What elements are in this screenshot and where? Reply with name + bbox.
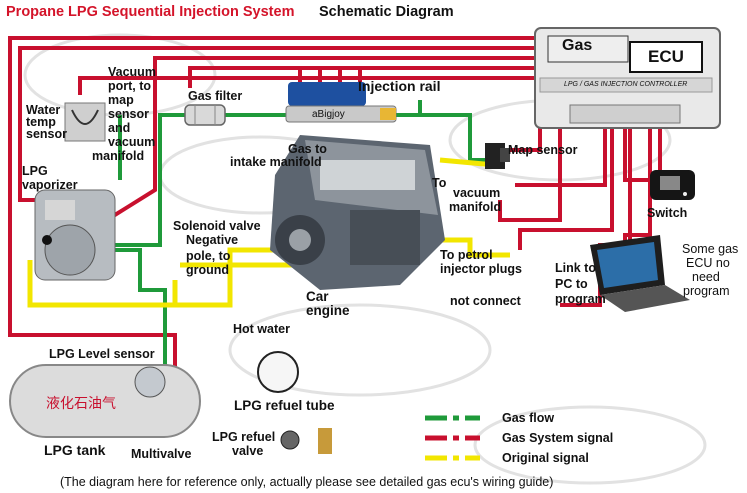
refuel-valve xyxy=(280,428,332,454)
lpg-level-sensor-label: LPG Level sensor xyxy=(49,347,155,361)
gas-filter-label: Gas filter xyxy=(188,89,243,103)
car-engine xyxy=(270,135,445,290)
hot-water-label: Hot water xyxy=(233,322,290,336)
solenoid-valve-label: Solenoid valve xyxy=(173,219,261,233)
refuel-tube xyxy=(257,351,299,393)
legend-gas-flow: Gas flow xyxy=(502,411,555,425)
lpg-tank xyxy=(9,364,201,438)
title-part2: Schematic Diagram xyxy=(319,4,454,20)
switch-label: Switch xyxy=(647,206,688,220)
legend-gas-system-signal: Gas System signal xyxy=(502,431,614,445)
lpg-vaporizer xyxy=(34,189,116,281)
lpg-refuel-tube-label: LPG refuel tube xyxy=(234,398,335,413)
not-connect-label: not connect xyxy=(450,294,521,308)
gas-ecu xyxy=(534,27,721,129)
map-sensor xyxy=(485,143,510,169)
ecu-strip-text: LPG / GAS INJECTION CONTROLLER xyxy=(564,81,688,88)
footnote: (The diagram here for reference only, ac… xyxy=(60,475,554,489)
green-pipes xyxy=(115,100,495,370)
injection-rail-label: Injection rail xyxy=(358,78,441,94)
legend-original-signal: Original signal xyxy=(502,451,589,465)
rail-brand-label: aBigjoy xyxy=(312,109,345,120)
title-part1: Propane LPG Sequential Injection System xyxy=(6,4,295,20)
ecu-gas-label: Gas xyxy=(562,37,593,54)
legend-lines xyxy=(425,415,480,461)
gas-filter xyxy=(184,104,226,126)
laptop-pc xyxy=(590,235,690,312)
injection-rail xyxy=(285,82,397,123)
ecu-label: ECU xyxy=(648,47,684,66)
tank-chinese-label: 液化石油气 xyxy=(46,396,116,412)
multivalve-label: Multivalve xyxy=(131,447,192,461)
water-temp-sensor xyxy=(64,102,106,142)
lpg-tank-label: LPG tank xyxy=(44,442,106,458)
switch-device xyxy=(650,170,695,200)
map-sensor-label: Map sensor xyxy=(508,143,578,157)
